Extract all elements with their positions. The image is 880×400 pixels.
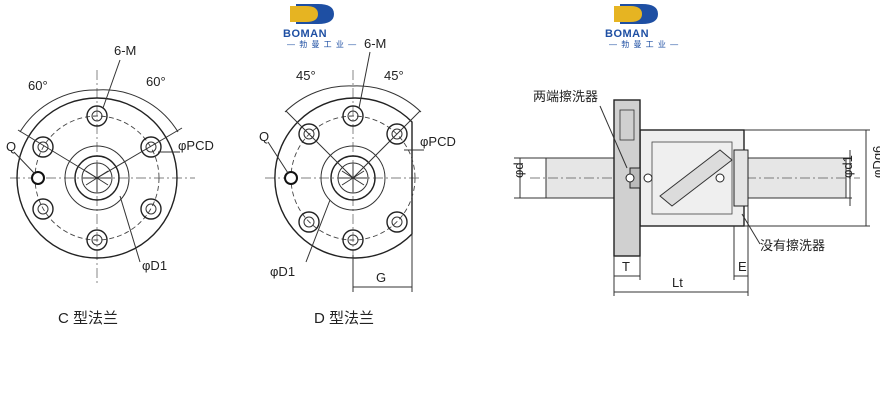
e-label: E	[738, 259, 747, 274]
angle-ray-right	[352, 110, 421, 179]
wiper-both-leader	[599, 105, 628, 169]
flange-outline	[16, 97, 178, 259]
bolt-holes	[32, 105, 162, 251]
body-inner-circle	[330, 155, 376, 201]
bolt-hole	[386, 211, 408, 233]
flange-bolt-hole	[619, 109, 635, 141]
boman-logo-1: BOMAN — 勃 曼 工 业 —	[283, 4, 357, 49]
angle-left-label: 45°	[296, 68, 316, 83]
lube-hole	[284, 171, 298, 185]
angle-arc-left	[284, 85, 354, 113]
d-flange-caption: D 型法兰	[314, 310, 374, 327]
angle-left-label: 60°	[28, 78, 48, 93]
angle-arc-right	[96, 89, 179, 133]
d1-label: φD1	[270, 264, 295, 279]
holes-label: 6-M	[114, 43, 136, 58]
pcd-label: φPCD	[178, 138, 214, 153]
wiper-both-label: 两端擦洗器	[533, 89, 598, 104]
d1-label: φD1	[142, 258, 167, 273]
ball	[715, 173, 725, 183]
q-label: Q	[6, 139, 16, 154]
logo-subtitle: — 勃 曼 工 业 —	[287, 39, 357, 49]
body-outer-circle	[64, 145, 130, 211]
ball-return-track	[659, 149, 733, 207]
logo-b-shape	[614, 6, 642, 22]
angle-right-label: 45°	[384, 68, 404, 83]
holes-leader	[102, 59, 121, 109]
q-leader	[267, 141, 289, 174]
logo-b-shape	[290, 6, 318, 22]
bolt-hole	[298, 211, 320, 233]
bolt-holes	[298, 105, 408, 251]
bolt-hole	[140, 136, 162, 158]
no-wiper-label: 没有擦洗器	[760, 238, 825, 253]
bolt-hole	[32, 198, 54, 220]
d1-leader	[119, 195, 141, 263]
nut-end-cap	[733, 149, 749, 207]
holes-label: 6-M	[364, 36, 386, 51]
bolt-hole	[342, 105, 364, 127]
no-wiper-leader	[741, 213, 761, 245]
angle-ray-left	[285, 110, 354, 179]
angle-right-label: 60°	[146, 74, 166, 89]
holes-leader	[358, 51, 371, 109]
d-flange-view: Q 45° 45° 6-M φPCD φD1 G D 型法兰	[259, 36, 456, 327]
c-flange-view: Q 60° 60° 6-M φPCD φD1 C 型法兰	[6, 43, 214, 327]
g-label: G	[376, 270, 386, 285]
q-leader	[13, 151, 36, 175]
body-outer-circle	[320, 145, 386, 211]
body-inner-circle	[74, 155, 120, 201]
d-label: φd	[511, 162, 526, 178]
angle-ray-left	[17, 129, 98, 179]
lube-hole	[31, 171, 45, 185]
t-label: T	[622, 259, 630, 274]
side-view: 两端擦洗器 没有擦洗器 φd φd1 φDg6 T E Lt	[511, 89, 880, 296]
bolt-hole	[386, 123, 408, 145]
ball	[643, 173, 653, 183]
logo-brand-text: BOMAN	[283, 28, 327, 40]
shaft-circle	[337, 162, 369, 194]
bolt-hole	[140, 198, 162, 220]
logo-subtitle: — 勃 曼 工 业 —	[609, 39, 679, 49]
bolt-hole	[86, 105, 108, 127]
bolt-hole	[32, 136, 54, 158]
pcd-label: φPCD	[420, 134, 456, 149]
logo-brand-text: BOMAN	[605, 28, 649, 40]
c-flange-caption: C 型法兰	[58, 310, 118, 327]
bolt-hole	[86, 229, 108, 251]
ball	[625, 173, 635, 183]
shaft-circle	[81, 162, 113, 194]
boman-logo-2: BOMAN — 勃 曼 工 业 —	[605, 4, 679, 49]
q-label: Q	[259, 129, 269, 144]
angle-arc-left	[19, 89, 98, 133]
bolt-hole	[342, 229, 364, 251]
dg6-label: φDg6	[870, 146, 880, 178]
d1-label: φd1	[840, 155, 855, 178]
angle-arc-right	[352, 85, 422, 113]
d1-leader	[305, 199, 331, 263]
lt-label: Lt	[672, 275, 683, 290]
bolt-hole	[298, 123, 320, 145]
angle-ray-right	[96, 127, 183, 179]
flange-outline	[274, 97, 413, 259]
